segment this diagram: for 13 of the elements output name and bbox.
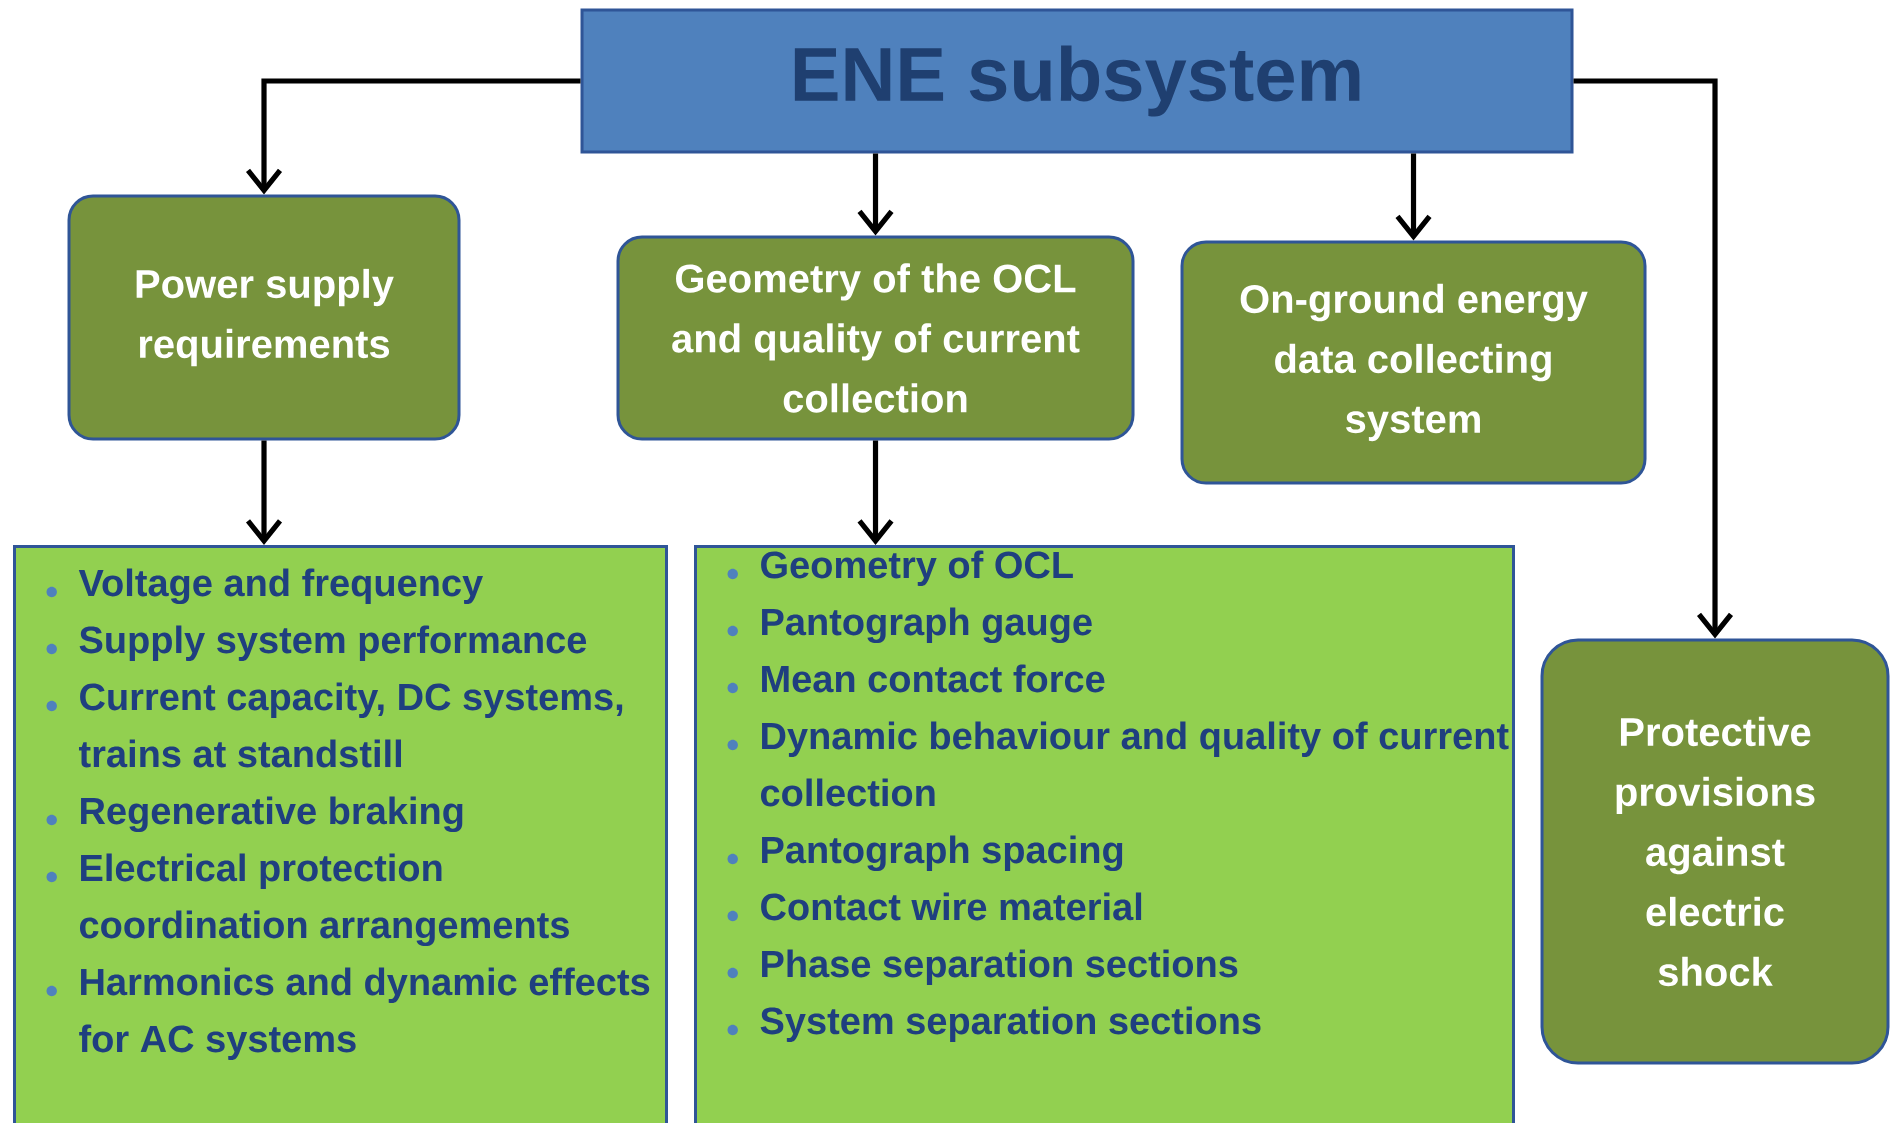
topic-box: Protective provisions against electric shock	[1540, 638, 1890, 1065]
bullet-list-box: Geometry of OCL Pantograph gauge Mean contact force Dynamic behaviour and quality of current collection Pantograph spacing Contact wire material Phase separation sections System separation sections	[694, 545, 1515, 1123]
arrow	[246, 78, 581, 195]
arrow	[857, 153, 894, 236]
topic-box: Power supply requirements	[67, 194, 461, 441]
bullet-list-box: Voltage and frequency Supply system performance Current capacity, DC systems, trains at standstill Regenerative braking Electrical protection coordination arrangements Harmonics and dynamic effects for AC systems	[13, 545, 668, 1123]
arrow	[1573, 78, 1734, 639]
title-box: ENE subsystem	[580, 8, 1574, 154]
topic-box: Geometry of the OCL and quality of current collection	[616, 235, 1135, 441]
arrow	[1395, 153, 1432, 241]
topic-box: On-ground energy data collecting system	[1180, 240, 1647, 485]
arrow	[857, 440, 894, 545]
arrow	[246, 440, 283, 545]
